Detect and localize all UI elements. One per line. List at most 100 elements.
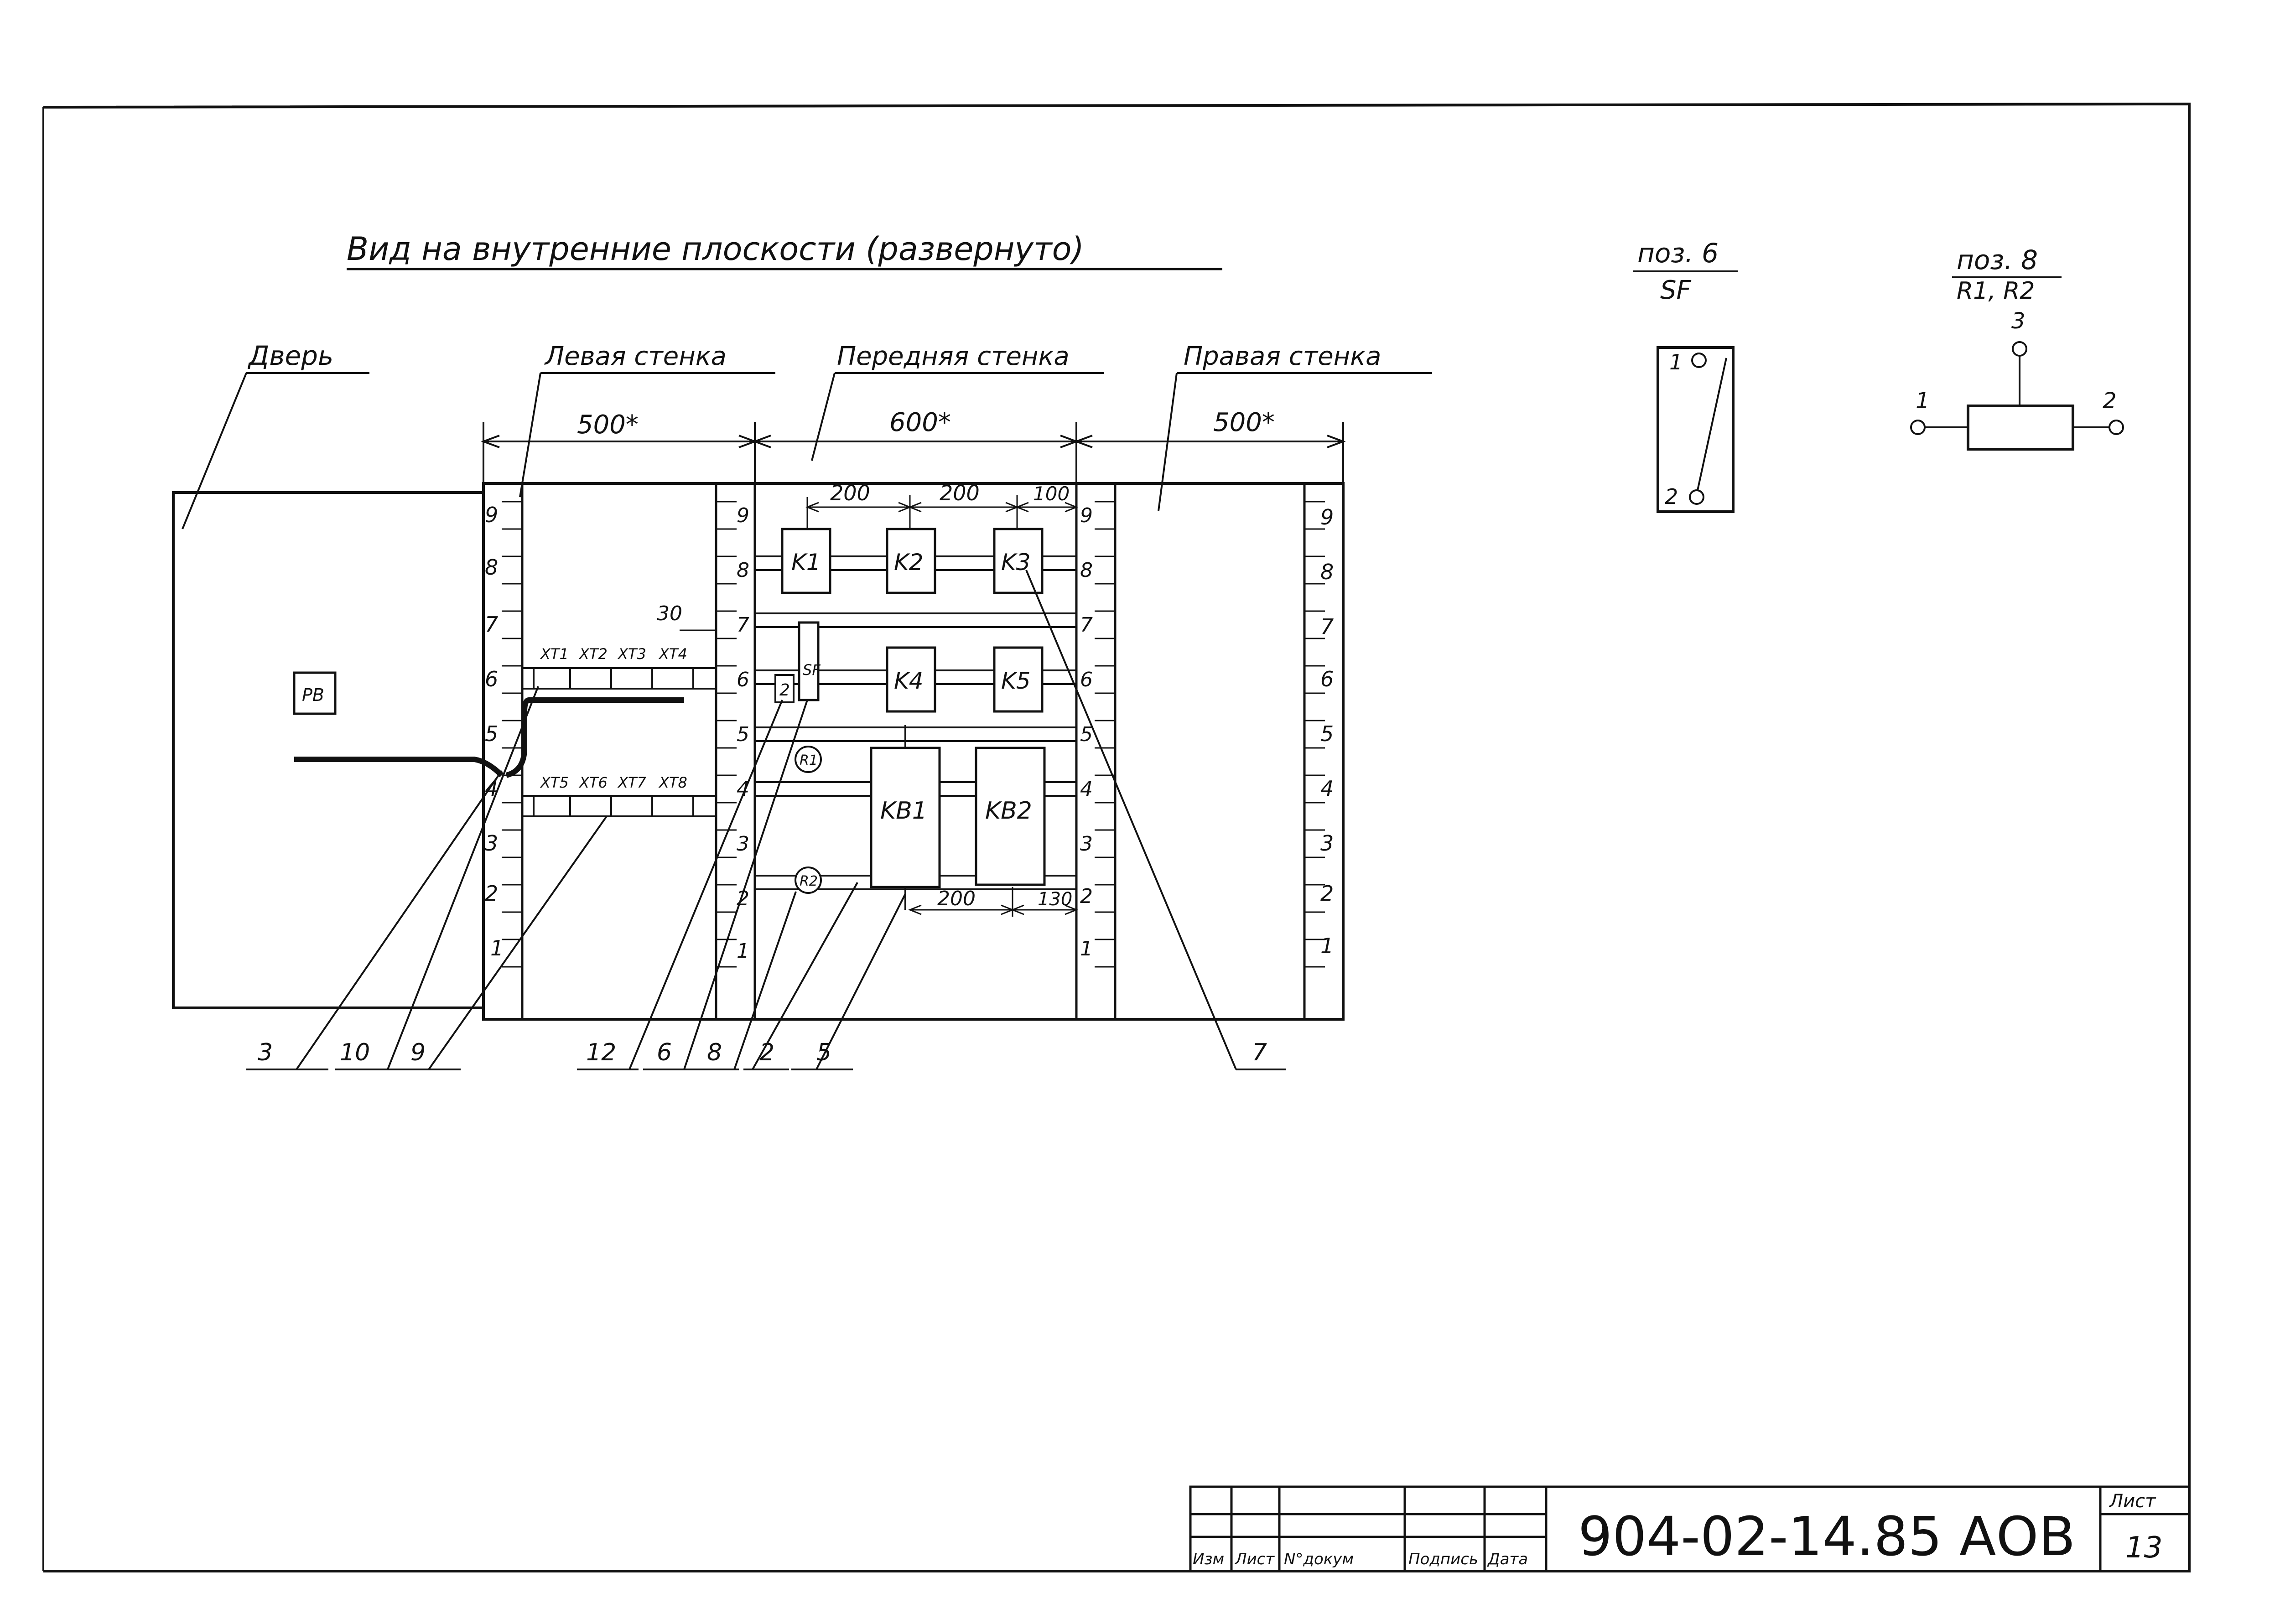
- dim-terminal-offset: 30: [657, 602, 682, 625]
- pb-box: [293, 671, 337, 715]
- rail-number: 5: [737, 723, 749, 746]
- kb-dimensions: [908, 887, 1079, 917]
- title-block-header: N°докум: [1284, 1550, 1354, 1568]
- terminal-label: XT2: [578, 645, 608, 663]
- rail-number: 7: [485, 612, 498, 637]
- dim-k2-k3: 200: [940, 481, 980, 505]
- rail-number: 5: [1320, 721, 1334, 746]
- callout-number: 6: [657, 1039, 672, 1066]
- callout-number: 2: [759, 1039, 774, 1066]
- door-panel: [172, 491, 485, 1009]
- contactor-kb2: [975, 747, 1046, 886]
- pb-cable: [294, 757, 504, 778]
- pos6-title: поз. 6: [1637, 238, 1719, 269]
- relay-k2: [886, 528, 936, 594]
- rail-number: 5: [485, 721, 498, 746]
- title-block-header: Дата: [1487, 1550, 1528, 1568]
- breaker-sf-label: SF: [803, 661, 821, 679]
- terminal-label: XT1: [540, 645, 569, 663]
- terminal-label: XT4: [658, 645, 687, 663]
- pos8-resistor-body: [1967, 405, 2074, 451]
- dim-k3-edge: 100: [1033, 483, 1070, 505]
- rail-number: 6: [737, 668, 749, 691]
- pos8-pin-1: 1: [1916, 388, 1930, 414]
- pos6-pin-2: 2: [1665, 484, 1678, 509]
- rail-number: 3: [1080, 832, 1093, 856]
- rail-numbers-left: 9 8 7 6 5 4 3 2 1: [485, 503, 504, 960]
- rail-number: 8: [485, 555, 498, 580]
- relay-k1: [781, 528, 831, 594]
- top-dimensions: [481, 422, 1346, 483]
- rail-number: 8: [1080, 559, 1093, 582]
- pos6-contact-2: [1689, 489, 1704, 505]
- callout-leaders: [246, 570, 1286, 1070]
- callout-number: 7: [1252, 1039, 1267, 1066]
- rail-number: 7: [1080, 613, 1093, 637]
- callout-number: 12: [586, 1039, 616, 1066]
- title-block-header: Подпись: [1408, 1550, 1478, 1568]
- terminal-label: XT6: [578, 774, 608, 791]
- terminal-label: XT3: [617, 645, 646, 663]
- title-block-headers: Изм Лист N°докум Подпись Дата: [1193, 1550, 1528, 1568]
- rail-number: 9: [1320, 505, 1334, 529]
- resistor-r1-label: R1: [800, 752, 818, 768]
- pos6-switch-blade: [1697, 358, 1727, 491]
- resistor-r1: [795, 746, 822, 773]
- label-front-wall: Передняя стенка: [837, 342, 1070, 371]
- rail-number: 9: [737, 504, 749, 527]
- pos6-switch-body: [1657, 346, 1735, 513]
- rail-number: 3: [1320, 831, 1334, 856]
- title-block-header: Изм: [1193, 1550, 1224, 1568]
- sheet-frame: [43, 102, 2191, 1572]
- front-dimensions: [805, 495, 1079, 552]
- rail-number: 4: [1080, 778, 1093, 801]
- label-left-wall: Левая стенка: [544, 342, 727, 371]
- rail-ticks: [502, 501, 1325, 968]
- rail-number: 2: [485, 881, 498, 906]
- pos8-terminal-3: [2012, 341, 2027, 357]
- rail-number: 9: [485, 503, 498, 527]
- sheet-number: 13: [2125, 1531, 2162, 1565]
- contactor-kb1-label: KB1: [880, 797, 927, 825]
- pos8-sub: R1, R2: [1957, 277, 2035, 305]
- pos6-pin-1: 1: [1669, 350, 1683, 374]
- title-block-header: Лист: [1234, 1550, 1275, 1568]
- rail-number: 1: [737, 939, 749, 963]
- relay-k3: [993, 528, 1044, 594]
- rail-number: 1: [1320, 934, 1334, 958]
- relay-k5-label: K5: [1001, 668, 1031, 694]
- sheet-label: Лист: [2109, 1491, 2156, 1512]
- terminal-labels-bottom: XT5 XT6 XT7 XT8: [540, 774, 687, 791]
- pos6-sub: SF: [1660, 275, 1692, 305]
- resistor-r2-label: R2: [800, 873, 818, 889]
- callout-number: 3: [258, 1039, 273, 1066]
- dim-kb-edge: 130: [1038, 889, 1072, 910]
- drawing-title: Вид на внутренние плоскости (развернуто): [347, 230, 1084, 268]
- rail-number: 4: [737, 778, 749, 801]
- rail-number: 6: [1080, 668, 1093, 691]
- rail-number: 6: [1320, 667, 1334, 691]
- leader-door: [182, 373, 247, 529]
- drawing-code: 904-02-14.85 АОВ: [1578, 1505, 2075, 1568]
- rail-number: 2: [1080, 885, 1093, 908]
- leader-left-wall: [519, 373, 541, 498]
- terminal-label: XT5: [540, 774, 569, 791]
- resistor-r2: [795, 866, 822, 894]
- title-block: [1189, 1485, 2191, 1572]
- callout-number: 10: [340, 1039, 370, 1066]
- label-right-wall: Правая стенка: [1184, 342, 1381, 371]
- rail-number: 1: [490, 936, 504, 960]
- pos8-pin-3: 3: [2011, 308, 2026, 334]
- pos8-pin-2: 2: [2103, 388, 2117, 414]
- pb-label: PB: [302, 685, 324, 705]
- rail-number: 6: [485, 667, 498, 691]
- rail-number: 4: [1320, 776, 1334, 801]
- terminal-label: XT7: [617, 774, 646, 791]
- relay-k4: [886, 646, 936, 713]
- rail-numbers-right: 9 8 7 6 5 4 3 2 1: [1320, 505, 1334, 958]
- pos8-title: поз. 8: [1957, 244, 2038, 275]
- rail-number: 2: [1320, 881, 1334, 906]
- rail-number: 8: [1320, 560, 1334, 584]
- relay-k4-label: K4: [894, 668, 924, 694]
